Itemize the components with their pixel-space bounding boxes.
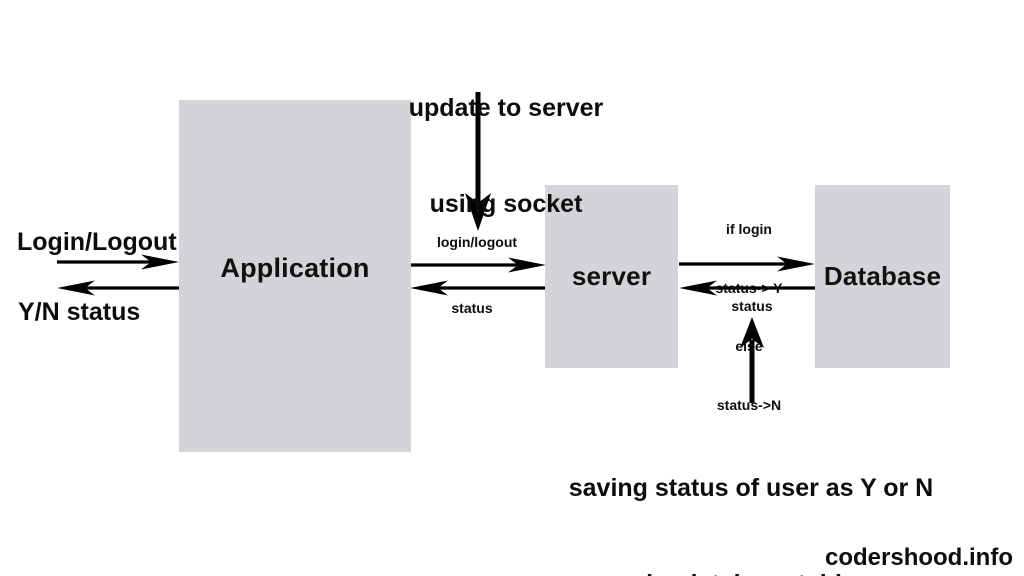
server-db-condition-note: if login status-> Y else status->N	[715, 181, 782, 454]
socket-update-note-line2: using socket	[429, 190, 583, 218]
database-box-label: Database	[823, 261, 942, 291]
server-box-label: server	[571, 261, 652, 291]
saving-status-note-line2: in database table	[569, 568, 934, 576]
watermark-text: codershood.info	[825, 544, 1013, 571]
login-logout-label: Login/Logout	[17, 228, 177, 256]
arrow-app-to-user	[57, 280, 179, 296]
socket-update-note: update to server using socket	[409, 28, 604, 284]
application-box: Application	[179, 100, 411, 452]
saving-status-note-line1: saving status of user as Y or N	[568, 474, 934, 502]
server-box: server	[545, 185, 678, 368]
application-box-label: Application	[220, 252, 370, 283]
db-server-response-label: status	[731, 298, 773, 314]
condition-line1: if login	[726, 221, 772, 237]
socket-update-note-line1: update to server	[408, 94, 604, 122]
condition-line2: status-> Y	[715, 279, 783, 296]
database-box: Database	[815, 185, 950, 368]
app-server-request-label: login/logout	[436, 234, 518, 250]
condition-line4: status->N	[716, 396, 782, 413]
saving-status-note: saving status of user as Y or N in datab…	[569, 408, 934, 576]
yn-status-label: Y/N status	[18, 298, 141, 326]
app-server-response-label: status	[451, 300, 493, 316]
condition-line3: else	[735, 338, 763, 354]
